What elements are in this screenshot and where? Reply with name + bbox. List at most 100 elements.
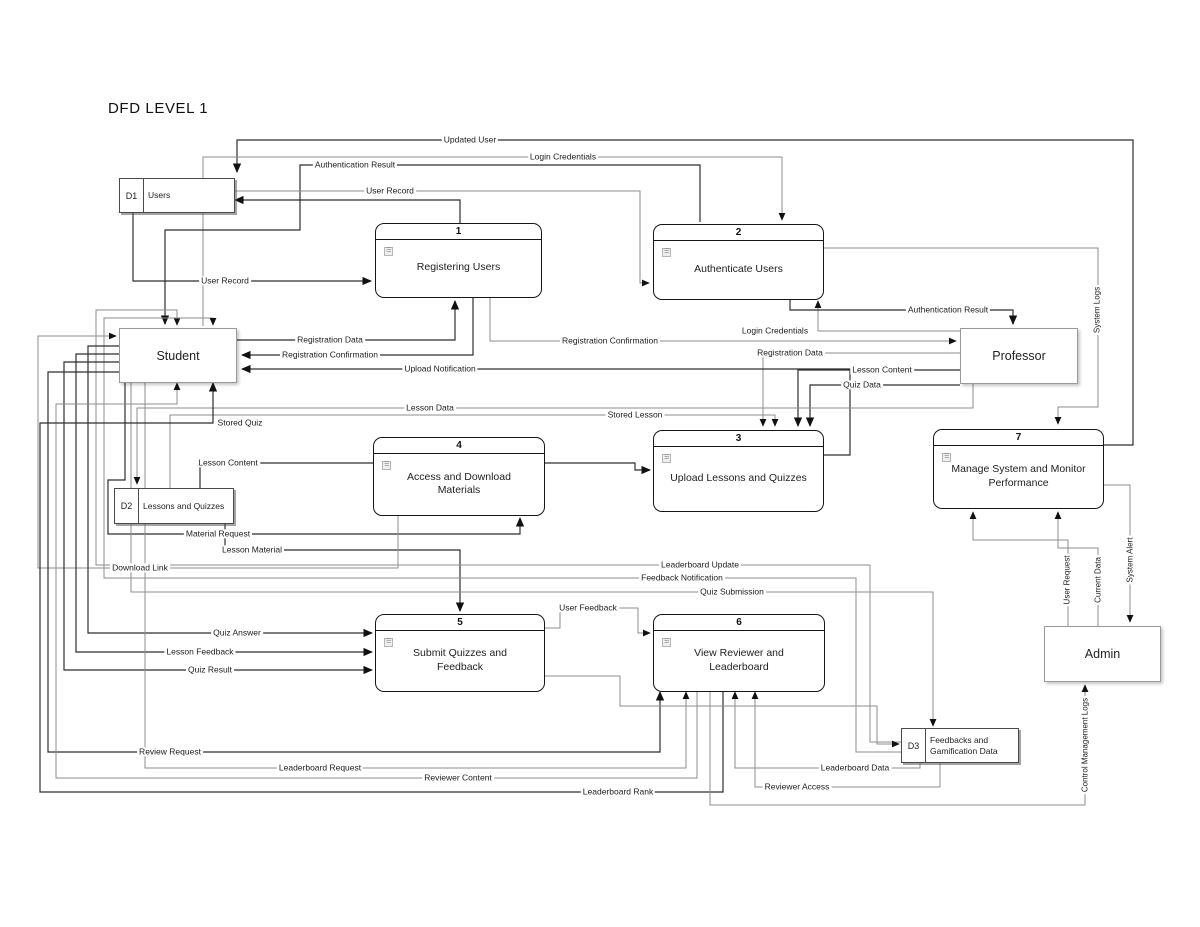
process-name: Authenticate Users xyxy=(694,262,783,275)
flow-label-user-request: User Request xyxy=(1062,553,1073,607)
flow-line-authentication-result-student xyxy=(160,164,701,325)
flow-label-system-alert: System Alert xyxy=(1125,535,1136,585)
flow-label-authentication-result: Authentication Result xyxy=(312,159,398,170)
flow-label-reviewer-access: Reviewer Access xyxy=(762,781,832,792)
entity-professor[interactable]: Professor xyxy=(960,328,1078,384)
process-number: 7 xyxy=(934,430,1103,446)
process-collapse-icon[interactable]: ☰ xyxy=(662,638,672,647)
process-registering-users[interactable]: 1 ☰ Registering Users xyxy=(375,223,542,298)
flow-label-user-record: User Record xyxy=(364,185,416,196)
flow-line-quiz-submission xyxy=(130,381,937,727)
flow-line-leaderboard-update xyxy=(95,309,901,743)
flow-label-system-logs: System Logs xyxy=(1092,284,1103,336)
flow-label-registration-confirmation: Registration Confirmation xyxy=(560,335,660,346)
data-store-id: D2 xyxy=(115,489,139,523)
flow-label-quiz-result: Quiz Result xyxy=(186,664,234,675)
flow-label-lesson-content: Lesson Content xyxy=(850,364,914,375)
flow-line-user-request xyxy=(969,511,1069,626)
flow-label-leaderboard-rank: Leaderboard Rank xyxy=(580,786,656,797)
flow-line-lesson-content-d2 xyxy=(199,462,651,488)
flow-label-feedback-notification: Feedback Notification xyxy=(639,572,725,583)
flow-label-authentication-result: Authentication Result xyxy=(905,304,991,315)
flow-label-upload-notification: Upload Notification xyxy=(402,363,478,374)
process-number: 3 xyxy=(654,431,823,447)
entity-admin[interactable]: Admin xyxy=(1044,626,1161,682)
process-name: Submit Quizzes and Feedback xyxy=(413,647,507,673)
flow-label-user-record: User Record xyxy=(199,275,251,286)
flow-label-current-data: Current Data xyxy=(1093,555,1104,605)
flow-line-leaderboard-request xyxy=(144,381,690,769)
data-store-lessons-quizzes[interactable]: D2 Lessons and Quizzes xyxy=(114,488,234,524)
flow-line-login-credentials-student xyxy=(202,156,786,326)
process-number: 4 xyxy=(374,438,544,454)
flow-line-user-record-p1-d1 xyxy=(234,195,461,223)
flow-label-login-credentials: Login Credentials xyxy=(527,151,599,162)
process-submit-quizzes-feedback[interactable]: 5 ☰ Submit Quizzes and Feedback xyxy=(375,614,545,692)
data-store-users[interactable]: D1 Users xyxy=(119,178,235,213)
process-name: Upload Lessons and Quizzes xyxy=(670,471,807,484)
entity-student[interactable]: Student xyxy=(119,328,237,383)
data-store-id: D3 xyxy=(902,729,926,762)
flow-label-leaderboard-request: Leaderboard Request xyxy=(276,762,364,773)
flow-line-authentication-result-professor xyxy=(789,297,1018,325)
flow-line-registration-confirmation-student xyxy=(241,297,474,360)
process-manage-system-monitor[interactable]: 7 ☰ Manage System and Monitor Performanc… xyxy=(933,429,1104,509)
flow-label-registration-confirmation: Registration Confirmation xyxy=(280,349,380,360)
flow-line-material-request xyxy=(107,381,525,535)
flow-line-upload-notification xyxy=(241,364,851,456)
flow-line-lesson-material xyxy=(224,522,465,612)
flow-line-reviewer-access xyxy=(751,691,941,788)
flow-label-stored-quiz: Stored Quiz xyxy=(215,417,265,428)
process-number: 1 xyxy=(376,224,541,240)
process-authenticate-users[interactable]: 2 ☰ Authenticate Users xyxy=(653,224,824,300)
process-number: 2 xyxy=(654,225,823,241)
process-name: Manage System and Monitor Performance xyxy=(951,463,1086,489)
flow-label-login-credentials: Login Credentials xyxy=(739,325,811,336)
flow-line-quiz-data xyxy=(805,384,960,427)
flow-line-system-logs xyxy=(822,247,1099,425)
flow-label-review-request: Review Request xyxy=(137,746,203,757)
process-collapse-icon[interactable]: ☰ xyxy=(384,638,394,647)
process-collapse-icon[interactable]: ☰ xyxy=(942,453,952,462)
flow-label-quiz-answer: Quiz Answer xyxy=(211,627,263,638)
flow-label-download-link: Download Link xyxy=(110,562,170,573)
page-title: DFD LEVEL 1 xyxy=(108,100,209,117)
process-upload-lessons-quizzes[interactable]: 3 ☰ Upload Lessons and Quizzes xyxy=(653,430,824,512)
flow-label-lesson-data: Lesson Data xyxy=(404,402,456,413)
process-collapse-icon[interactable]: ☰ xyxy=(384,247,394,256)
flow-label-lesson-feedback: Lesson Feedback xyxy=(164,646,236,657)
flow-label-registration-data: Registration Data xyxy=(755,347,825,358)
process-number: 6 xyxy=(654,615,824,631)
flow-label-material-request: Material Request xyxy=(183,528,253,539)
process-view-reviewer-leaderboard[interactable]: 6 ☰ View Reviewer and Leaderboard xyxy=(653,614,825,692)
process-name: View Reviewer and Leaderboard xyxy=(694,647,784,673)
flow-label-leaderboard-data: Leaderboard Data xyxy=(818,762,892,773)
flow-line-user-record-d1-p1 xyxy=(132,211,372,286)
flow-line-feedback-to-d3 xyxy=(543,675,900,748)
process-collapse-icon[interactable]: ☰ xyxy=(662,248,672,257)
data-store-id: D1 xyxy=(120,179,144,212)
flow-line-registration-confirmation-professor xyxy=(489,297,957,345)
flow-line-leaderboard-rank xyxy=(39,382,724,793)
process-collapse-icon[interactable]: ☰ xyxy=(662,454,672,463)
flow-label-control-management-logs: Control Management Logs xyxy=(1080,695,1091,795)
flow-line-review-request xyxy=(47,371,665,753)
data-store-feedbacks-gamification[interactable]: D3 Feedbacks and Gamification Data xyxy=(901,728,1019,763)
flow-line-stored-lesson xyxy=(169,414,779,488)
data-store-name: Lessons and Quizzes xyxy=(143,500,225,511)
flow-label-registration-data: Registration Data xyxy=(295,334,365,345)
process-collapse-icon[interactable]: ☰ xyxy=(382,461,392,470)
flow-label-updated-user: Updated User xyxy=(441,134,499,145)
flow-label-stored-lesson: Stored Lesson xyxy=(605,409,665,420)
process-number: 5 xyxy=(376,615,544,631)
data-store-name: Feedbacks and Gamification Data xyxy=(930,735,998,756)
flow-label-lesson-material: Lesson Material xyxy=(219,544,285,555)
flow-line-download-link xyxy=(37,332,399,569)
flow-label-reviewer-content: Reviewer Content xyxy=(422,772,494,783)
flow-line-login-credentials-professor xyxy=(814,300,960,332)
flow-label-quiz-data: Quiz Data xyxy=(841,379,883,390)
flow-label-leaderboard-update: Leaderboard Update xyxy=(659,559,741,570)
flow-line-lesson-data xyxy=(133,382,974,485)
flow-line-reviewer-content xyxy=(55,382,698,779)
process-access-download-materials[interactable]: 4 ☰ Access and Download Materials xyxy=(373,437,545,516)
